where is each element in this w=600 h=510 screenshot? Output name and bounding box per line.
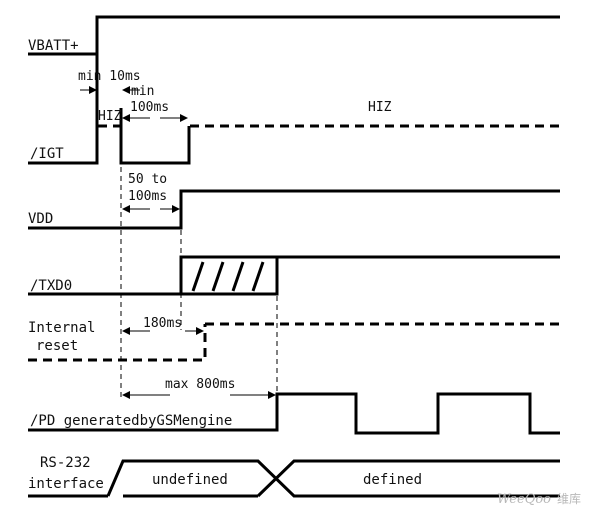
vdd-label: VDD <box>28 211 53 227</box>
watermark: WeeQoo 维库 <box>497 491 581 507</box>
watermark-suffix: 维库 <box>557 491 581 506</box>
igt-waveform <box>28 55 560 165</box>
rs232-label-line1: RS-232 <box>40 455 91 471</box>
pd-waveform <box>28 392 560 435</box>
hiz-left-annotation: HIZ <box>98 109 122 124</box>
txd0-waveform <box>28 255 560 296</box>
txd0-label: /TXD0 <box>30 278 72 294</box>
undefined-state-label: undefined <box>152 472 228 488</box>
rs232-waveform <box>28 459 560 498</box>
min-100ms-annotation-line1: min <box>131 84 154 99</box>
internal-reset-waveform <box>28 322 560 362</box>
hiz-right-annotation: HIZ <box>368 100 392 115</box>
igt-label: /IGT <box>30 146 64 162</box>
vdd-delay-annotation-line2: 100ms <box>128 189 167 204</box>
vbatt-label: VBATT+ <box>28 38 79 54</box>
txd0-undefined-hatch <box>191 261 265 292</box>
watermark-brand: WeeQoo <box>497 492 551 507</box>
internal-reset-label-line1: Internal <box>28 320 95 336</box>
min-100ms-annotation-line2: 100ms <box>130 100 169 115</box>
vdd-delay-annotation-line1: 50 to <box>128 172 167 187</box>
timing-arrows <box>80 86 276 399</box>
pd-label: /PD generatedbyGSMengine <box>30 413 232 429</box>
max-800ms-annotation: max 800ms <box>165 377 235 392</box>
min-10ms-annotation: min 10ms <box>78 69 141 84</box>
reset-time-annotation: 180ms <box>143 316 182 331</box>
internal-reset-label-line2: reset <box>36 338 78 354</box>
defined-state-label: defined <box>363 472 422 488</box>
vdd-waveform <box>28 189 560 230</box>
rs232-label-line2: interface <box>28 476 104 492</box>
vbatt-waveform <box>28 15 560 56</box>
